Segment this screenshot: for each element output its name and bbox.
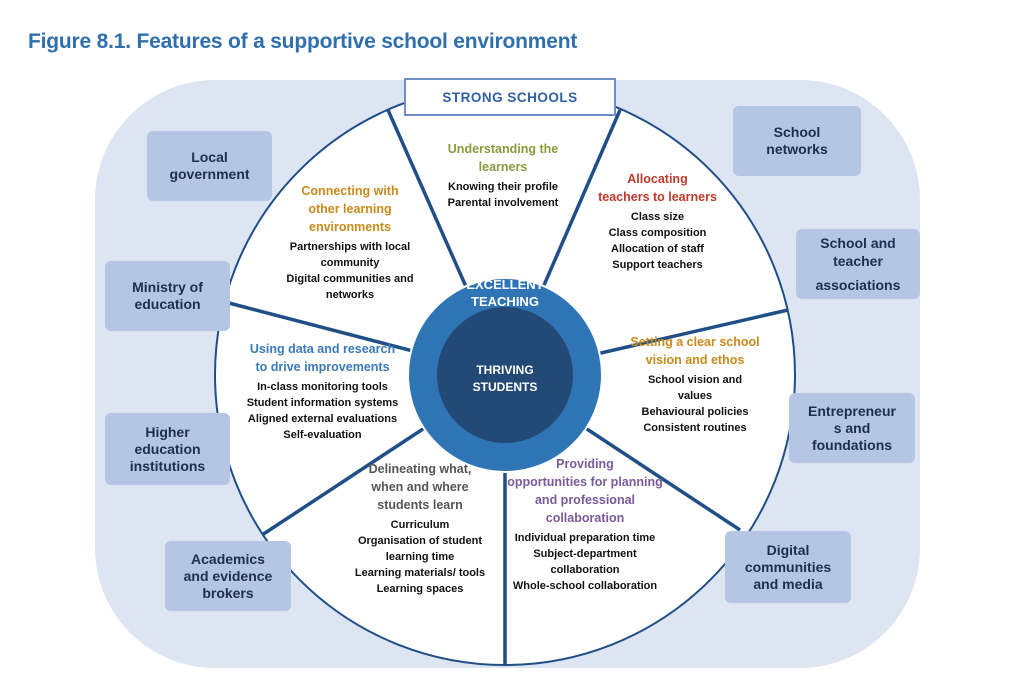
segment-heading: Setting a clear school vision and ethos <box>620 333 770 369</box>
heading-line: Connecting with <box>301 184 399 198</box>
segment-connecting-environments: Connecting with other learning environme… <box>275 182 425 303</box>
actor-entrepreneurs-foundations: Entrepreneur s and foundations <box>789 393 915 463</box>
heading-line: Using data and research <box>249 342 396 356</box>
actor-line: education <box>134 440 201 457</box>
center-outer-line-2: TEACHING <box>471 294 539 309</box>
actor-ministry-of-education: Ministry of education <box>105 261 230 331</box>
actor-school-networks: School networks <box>733 106 861 176</box>
heading-line: and professional <box>534 493 636 507</box>
segment-item: Curriculum <box>390 519 450 531</box>
excellent-teaching-label: EXCELLENT TEACHING <box>445 276 565 310</box>
segment-item: Whole-school collaboration <box>512 580 658 592</box>
actor-line: School <box>773 124 821 140</box>
heading-line: other learning <box>308 202 392 216</box>
segment-heading: Using data and research to drive improve… <box>240 340 405 376</box>
actor-line: and media <box>753 575 823 592</box>
actor-line: Digital <box>766 541 810 558</box>
segment-item: Knowing their profile <box>448 181 558 193</box>
segment-item: Consistent routines <box>643 422 747 434</box>
heading-line: to drive improvements <box>255 360 390 374</box>
segment-heading: Understanding the learners <box>428 140 578 176</box>
segment-item: Aligned external evaluations <box>247 413 398 425</box>
actor-line: brokers <box>202 584 254 601</box>
segment-item: Allocation of staff <box>611 243 704 255</box>
segment-item: values <box>677 390 713 402</box>
segment-heading: Delineating what, when and where student… <box>345 460 495 514</box>
strong-schools-label: STRONG SCHOOLS <box>404 78 616 116</box>
segment-heading: Allocating teachers to learners <box>585 170 730 206</box>
actor-line: s and <box>833 419 871 436</box>
segment-item: Digital communities and <box>286 273 414 285</box>
actor-line: and evidence <box>183 567 273 584</box>
segment-item: Subject-department collaboration <box>533 548 637 576</box>
heading-line: Allocating <box>627 172 688 186</box>
segment-allocating-teachers: Allocating teachers to learners Class si… <box>585 170 730 273</box>
heading-line: Providing <box>556 457 614 471</box>
actor-line: education <box>134 296 201 312</box>
actor-line: Ministry of <box>132 279 203 295</box>
actor-line: foundations <box>811 436 893 453</box>
actor-line: Local <box>191 149 228 165</box>
heading-line: when and where <box>371 480 469 494</box>
segment-item: Learning spaces <box>376 583 464 595</box>
actor-line: Higher <box>145 423 190 440</box>
segment-item: School vision and <box>647 374 743 386</box>
center-outer-line-1: EXCELLENT <box>466 277 544 292</box>
actor-academics-evidence-brokers: Academics and evidence brokers <box>165 541 291 611</box>
segment-item: Individual preparation time <box>514 532 656 544</box>
segment-data-research: Using data and research to drive improve… <box>240 340 405 443</box>
actor-line: communities <box>744 558 832 575</box>
center-inner-line-2: STUDENTS <box>472 380 538 394</box>
heading-line: Understanding the <box>447 142 559 156</box>
segment-item: Self-evaluation <box>283 429 362 441</box>
segment-item: Class size <box>630 211 685 223</box>
segment-understanding-learners: Understanding the learners Knowing their… <box>428 140 578 211</box>
heading-line: Setting a clear school <box>630 335 760 349</box>
segment-item: Learning materials/ tools <box>354 567 486 579</box>
actor-line: teacher <box>833 253 883 269</box>
heading-line: collaboration <box>545 511 625 525</box>
segment-item: learning time <box>385 551 455 563</box>
heading-line: vision and ethos <box>645 353 745 367</box>
heading-line: students learn <box>377 498 463 512</box>
center-inner-line-1: THRIVING <box>476 363 534 377</box>
segment-item: Behavioural policies <box>641 406 749 418</box>
actor-digital-communities-media: Digital communities and media <box>725 531 851 603</box>
actor-higher-education: Higher education institutions <box>105 413 230 485</box>
segment-item: Student information systems <box>246 397 399 409</box>
actor-line: School and <box>820 235 896 251</box>
actor-line: Academics <box>191 550 265 567</box>
segment-providing-opportunities: Providing opportunities for planning and… <box>500 455 670 594</box>
segment-item: Support teachers <box>612 259 703 271</box>
segment-item: In-class monitoring tools <box>257 381 388 393</box>
heading-line: teachers to learners <box>598 190 717 204</box>
actor-line: institutions <box>129 457 206 474</box>
segment-item: Organisation of student <box>357 535 483 547</box>
students-core <box>437 307 573 443</box>
segment-item: community <box>320 257 380 269</box>
segment-school-vision: Setting a clear school vision and ethos … <box>620 333 770 436</box>
thriving-students-label: THRIVING STUDENTS <box>455 362 555 396</box>
segment-heading: Connecting with other learning environme… <box>275 182 425 236</box>
segment-item: networks <box>325 289 375 301</box>
actor-local-government: Local government <box>147 131 272 201</box>
actor-line: Entrepreneur <box>808 402 896 419</box>
segment-item: Class composition <box>608 227 707 239</box>
segment-item: Parental involvement <box>447 197 559 209</box>
segment-item: Partnerships with local <box>289 241 411 253</box>
heading-line: environments <box>309 220 391 234</box>
segment-delineating-learning: Delineating what, when and where student… <box>345 460 495 597</box>
heading-line: Delineating what, <box>368 462 472 476</box>
heading-line: learners <box>478 160 528 174</box>
heading-line: opportunities for planning <box>507 475 663 489</box>
figure-title: Figure 8.1. Features of a supportive sch… <box>28 30 578 53</box>
actor-line: associations <box>815 277 901 293</box>
actor-line: networks <box>766 141 828 157</box>
actor-line: government <box>169 166 250 182</box>
segment-heading: Providing opportunities for planning and… <box>500 455 670 527</box>
actor-school-teacher-associations: School and teacher associations <box>796 229 920 299</box>
